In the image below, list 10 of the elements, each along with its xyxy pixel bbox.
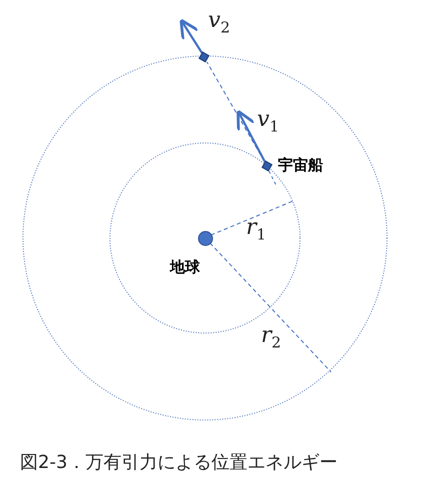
- math-label: v$_{2}$: [208, 8, 230, 36]
- earth-circle: [198, 230, 212, 246]
- math-label: r$_{1}$: [246, 215, 266, 244]
- node-label: 地球: [170, 258, 200, 277]
- spaceship-marker: [262, 160, 272, 172]
- math-label: v$_{1}$: [257, 107, 279, 136]
- spaceship-marker: [198, 52, 210, 62]
- math-label: r$_{2}$: [261, 323, 282, 352]
- caption: 図2-3．万有引力による位置エネルギー: [20, 451, 338, 474]
- node-label: 宇宙船: [278, 156, 323, 175]
